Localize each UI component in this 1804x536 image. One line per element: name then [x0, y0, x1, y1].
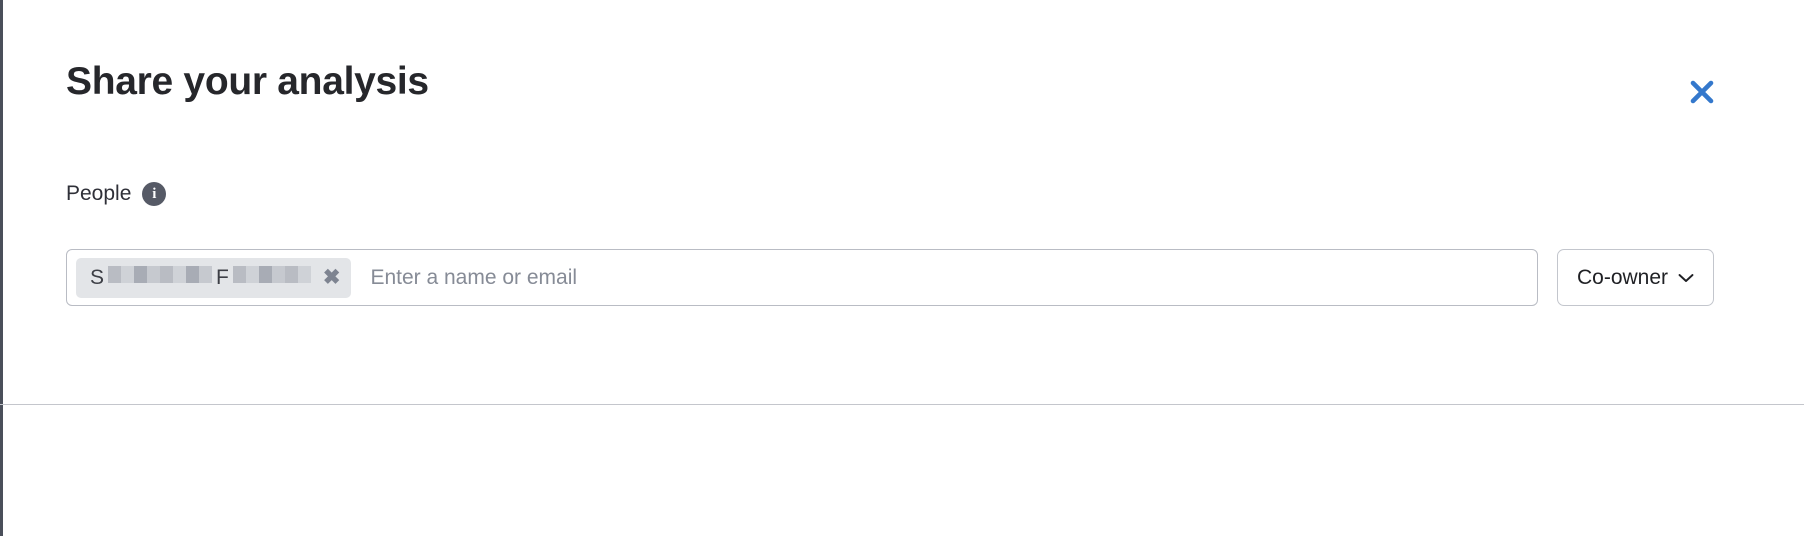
- person-chip-redacted-last: [232, 265, 311, 283]
- person-chip-redacted-first: [108, 265, 213, 283]
- close-button[interactable]: [1680, 70, 1724, 114]
- close-icon: [1687, 77, 1717, 107]
- people-label: People: [66, 182, 132, 205]
- person-chip-remove-icon[interactable]: ✖: [322, 266, 341, 289]
- footer-divider: [0, 404, 1804, 405]
- person-chip[interactable]: S F ✖: [76, 257, 352, 298]
- modal-left-edge: [0, 0, 3, 536]
- people-input[interactable]: S F ✖ Enter a name or email: [66, 249, 1538, 306]
- modal-header: Share your analysis People i S F ✖: [66, 60, 1724, 306]
- page-title: Share your analysis: [66, 60, 429, 103]
- modal-footer: Share with someone without an account. M…: [0, 405, 1804, 536]
- person-chip-initial-first: S: [90, 265, 105, 289]
- person-chip-label: S F: [90, 265, 311, 290]
- people-label-row: People i: [66, 182, 167, 206]
- chevron-down-icon: [1678, 273, 1694, 283]
- role-dropdown-value: Co-owner: [1577, 265, 1669, 289]
- role-dropdown[interactable]: Co-owner: [1557, 249, 1715, 306]
- info-icon-glyph: i: [152, 185, 157, 202]
- person-chip-initial-last: F: [216, 265, 229, 289]
- info-icon[interactable]: i: [142, 182, 167, 206]
- people-input-placeholder: Enter a name or email: [370, 265, 578, 289]
